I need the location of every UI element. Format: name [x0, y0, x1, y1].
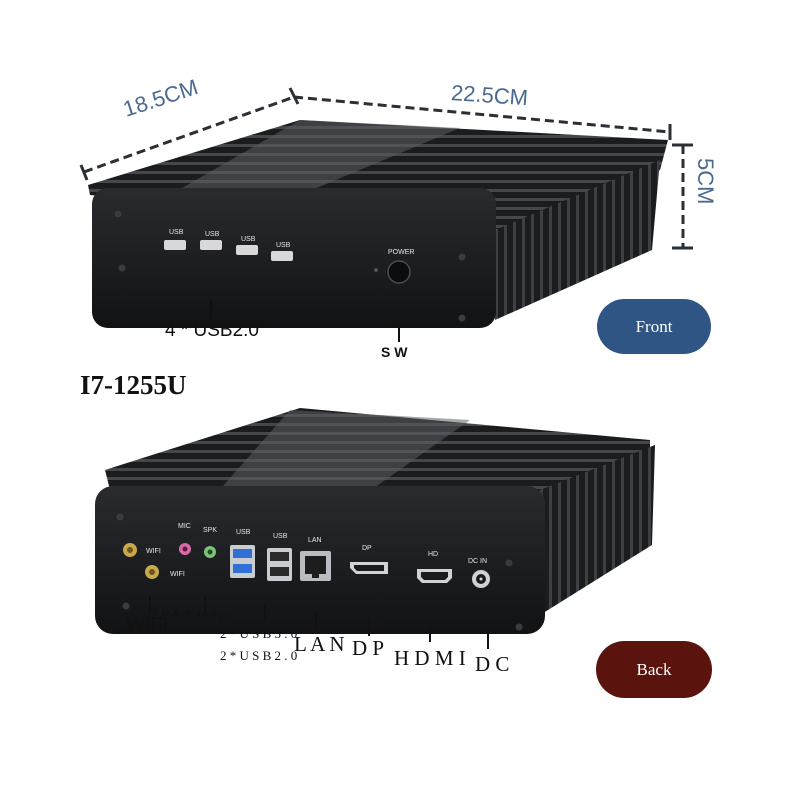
- audio-jacks: MIC SPK: [178, 523, 217, 558]
- lan-callout: L A N: [294, 632, 345, 656]
- height-dimension: 5CM: [693, 158, 718, 205]
- callout-leaders: [149, 596, 489, 649]
- power-label: POWER: [388, 249, 414, 256]
- front-usb-callout: 4 * USB2.0: [165, 320, 259, 341]
- port-label: HD: [428, 551, 438, 558]
- front-unit: USB USB USB USB POWER: [88, 120, 668, 342]
- port-label: USB: [236, 529, 251, 536]
- displayport: DP: [350, 545, 388, 574]
- dc-callout: D C: [475, 652, 510, 676]
- port-label: LAN: [308, 537, 322, 544]
- dimension-lines: [79, 87, 693, 250]
- front-usb-ports: USB USB USB USB: [164, 229, 293, 261]
- power-button: [387, 260, 411, 284]
- port-label: MIC: [178, 523, 191, 530]
- lan-port: LAN: [300, 537, 331, 581]
- back-usb-ports: USB USB: [230, 529, 292, 581]
- port-label: USB: [169, 229, 184, 236]
- dc-in-jack: DC IN: [468, 558, 490, 588]
- front-panel: [92, 188, 496, 328]
- front-badge: Front: [597, 299, 711, 354]
- hdmi-port: HD: [417, 551, 452, 583]
- wifi-connectors: WIFI WIFI: [123, 543, 185, 579]
- port-label: SPK: [203, 527, 217, 534]
- port-label: DC IN: [468, 558, 487, 565]
- back-unit: WIFI WIFI MIC SPK USB USB LAN: [95, 408, 655, 649]
- front-heatsink-side: [495, 160, 660, 320]
- back-heatsink-side: [540, 445, 655, 615]
- port-label: USB: [276, 242, 291, 249]
- back-badge: Back: [596, 641, 712, 698]
- port-label: USB: [273, 533, 288, 540]
- model-title: I7-1255U: [80, 370, 187, 400]
- port-label: WIFI: [146, 548, 161, 555]
- switch-callout: S W: [381, 344, 408, 360]
- port-label: DP: [362, 545, 372, 552]
- hdmi-callout: H D M I: [394, 646, 466, 670]
- port-label: USB: [241, 236, 256, 243]
- usb3-callout: 2 * U S B 3 . 0: [220, 626, 298, 641]
- port-label: WIFI: [170, 571, 185, 578]
- wifi-callout: WIFI: [126, 614, 169, 636]
- usb2-callout: 2 * U S B 2 . 0: [220, 648, 298, 663]
- dp-callout: D P: [352, 636, 385, 660]
- port-label: USB: [205, 231, 220, 238]
- width-dimension: 22.5CM: [450, 80, 529, 111]
